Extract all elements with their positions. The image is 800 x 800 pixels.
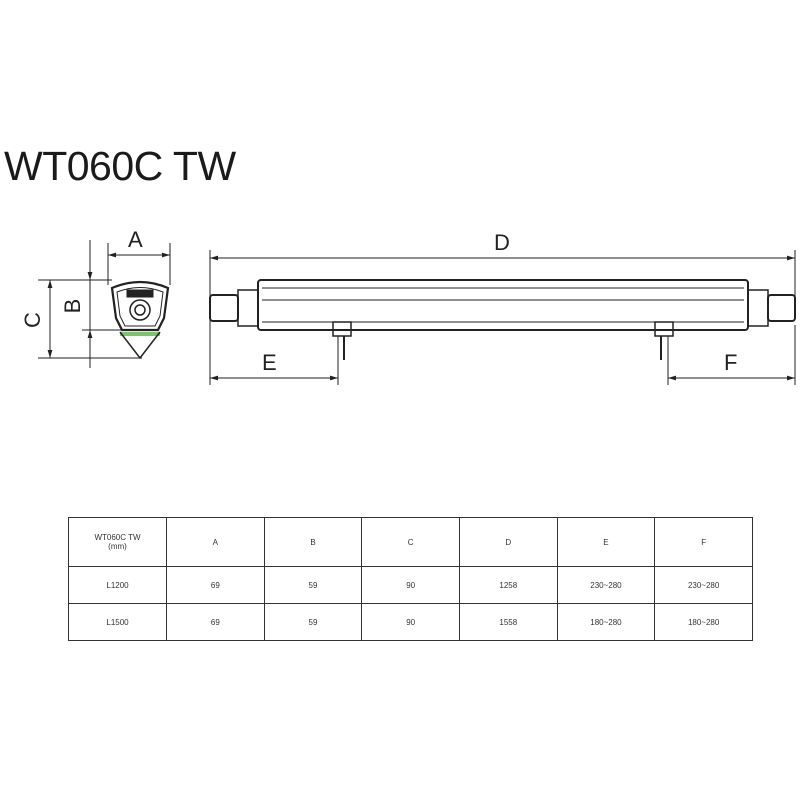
dim-label-a: A [128, 227, 143, 252]
header-cell: F [654, 517, 753, 567]
table-cell: 230~280 [654, 566, 753, 604]
header-cell: C [361, 517, 460, 567]
cross-section-view [38, 240, 171, 368]
table-cell: 69 [166, 603, 265, 641]
header-cell: A [166, 517, 265, 567]
side-view [209, 250, 796, 385]
table-cell: 59 [263, 603, 363, 641]
dimension-drawing: A B C D E F [20, 227, 796, 385]
table-cell: 90 [361, 566, 460, 604]
header-cell-model: WT060C TW(mm) [68, 517, 167, 567]
table-cell: 1558 [458, 603, 558, 641]
table-row: L1500 69 59 90 1558 180~280 180~280 [68, 603, 753, 641]
header-unit: (mm) [108, 542, 127, 551]
dim-label-e: E [262, 350, 277, 375]
product-title: WT060C TW [4, 143, 236, 189]
dim-label-c: C [20, 312, 45, 328]
table-cell: 1258 [458, 566, 558, 604]
dimension-table: WT060C TW(mm) A B C D E F L1200 69 59 90… [68, 517, 753, 641]
table-cell: 180~280 [556, 603, 656, 641]
table-cell: 230~280 [556, 566, 656, 604]
table-header-row: WT060C TW(mm) A B C D E F [68, 517, 753, 567]
table-cell: 180~280 [654, 603, 753, 641]
table-cell: 69 [166, 566, 265, 604]
header-cell: E [556, 517, 656, 567]
table-cell: 59 [263, 566, 363, 604]
dim-label-f: F [724, 350, 737, 375]
header-model: WT060C TW [94, 533, 141, 542]
table-cell: L1200 [68, 566, 167, 604]
dim-label-b: B [60, 299, 85, 314]
header-cell: B [263, 517, 363, 567]
table-cell: L1500 [68, 603, 167, 641]
table-cell: 90 [361, 603, 460, 641]
table-row: L1200 69 59 90 1258 230~280 230~280 [68, 566, 753, 604]
header-cell: D [458, 517, 558, 567]
dim-label-d: D [494, 230, 510, 255]
